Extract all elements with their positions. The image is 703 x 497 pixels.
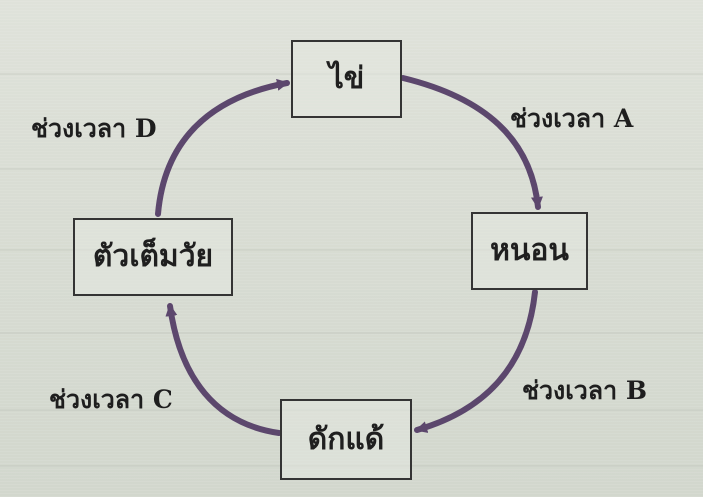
period-b-label: ช่วงเวลา B	[522, 376, 647, 405]
larva-stage-box: หนอน	[471, 212, 588, 290]
pupa-stage-label: ดักแด้	[307, 421, 385, 457]
arrow-egg-to-larva	[400, 75, 543, 210]
egg-stage-label: ไข่	[328, 61, 365, 96]
period-c-label: ช่วงเวลา C	[49, 385, 173, 414]
adult-stage-box: ตัวเต็มวัย	[73, 218, 233, 296]
period-a-label: ช่วงเวลา A	[510, 104, 634, 133]
adult-stage-label: ตัวเต็มวัย	[92, 239, 214, 274]
egg-stage-box: ไข่	[291, 40, 402, 118]
larva-stage-label: หนอน	[490, 233, 569, 268]
arrow-pupa-to-adult	[165, 303, 282, 436]
arrow-larva-to-pupa	[414, 289, 538, 433]
period-d-label: ช่วงเวลา D	[31, 114, 157, 143]
pupa-stage-box: ดักแด้	[280, 399, 412, 480]
arrow-adult-to-egg	[155, 78, 290, 217]
